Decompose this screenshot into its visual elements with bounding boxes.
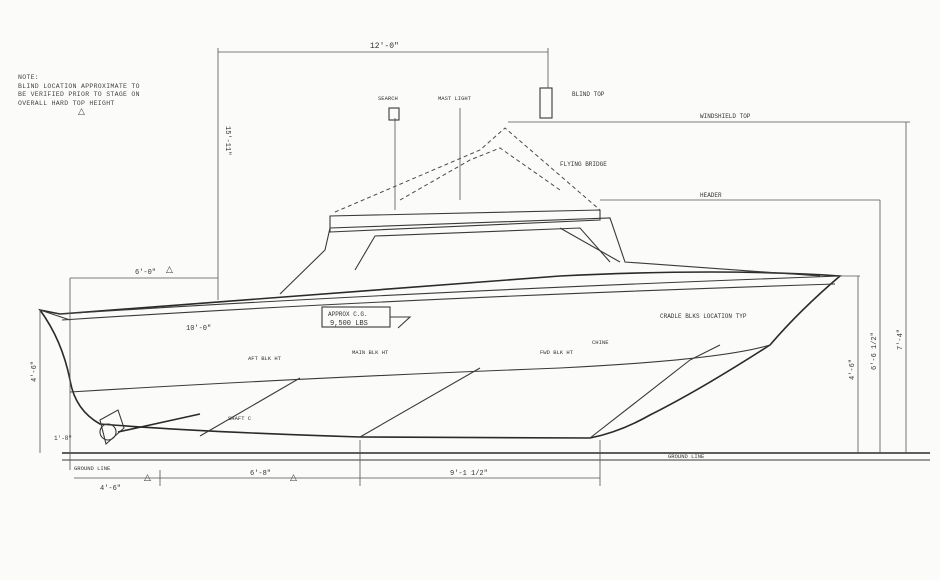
dim-cabin-text: 10'-0" — [186, 325, 211, 333]
note-heading: NOTE: — [18, 74, 40, 81]
flying-bridge-outline — [334, 127, 601, 213]
note-line-2: BE VERIFIED PRIOR TO STAGE ON — [18, 91, 140, 98]
propeller-hub-icon — [99, 423, 117, 441]
drawing-note: NOTE: BLIND LOCATION APPROXIMATE TO BE V… — [18, 74, 218, 117]
note-line-1: BLIND LOCATION APPROXIMATE TO — [18, 82, 140, 90]
dim-prop-drop-text: 1'-8" — [54, 435, 72, 442]
transom-top — [39, 309, 71, 321]
label-header: HEADER — [700, 192, 722, 199]
label-aft-blk: AFT BLK HT — [248, 355, 282, 362]
windshield-frame — [354, 227, 611, 271]
dim-keel-fwd-text: 9'-1 1/2" — [450, 470, 488, 478]
blind-icon — [539, 87, 553, 119]
fwd-cradle-block — [589, 359, 691, 439]
label-fwd-blk: FWD BLK HT — [540, 349, 574, 356]
dim-keel-mid-text: 6'-8" — [250, 470, 271, 478]
windshield-post — [559, 227, 621, 263]
label-main-blk: MAIN BLK HT — [352, 349, 389, 356]
fwd-cradle-block-tip — [689, 344, 721, 361]
cg-value: 9,500 LBS — [330, 320, 368, 328]
label-cradle-blocks: CRADLE BLKS LOCATION TYP — [660, 313, 747, 320]
main-cradle-block — [359, 367, 481, 438]
label-blind-top: BLIND TOP — [572, 91, 605, 98]
label-windshield-top: WINDSHIELD TOP — [700, 113, 751, 120]
dim-height-full-text: 7'-4" — [897, 329, 905, 350]
aft-cradle-block — [199, 377, 301, 437]
rub-rail-lower — [61, 283, 836, 321]
chine-line — [69, 344, 771, 393]
revision-triangle-icon: △ — [290, 473, 297, 483]
revision-triangle-icon: △ — [166, 265, 173, 275]
cg-arrow — [390, 316, 412, 329]
propeller-shaft — [117, 413, 201, 433]
flying-bridge-inner — [399, 147, 561, 201]
dim-height-mid-text: 6'-6 1/2" — [871, 332, 879, 370]
search-light-icon — [388, 107, 400, 121]
dim-forward-overhang-text: 6'-0" — [135, 269, 156, 277]
dim-top-text: 12'-0" — [370, 42, 399, 51]
label-ground-left: GROUND LINE — [74, 465, 111, 472]
revision-triangle-icon: △ — [78, 107, 86, 117]
label-ground-right: GROUND LINE — [668, 453, 705, 460]
cg-label: APPROX C.G. — [328, 311, 368, 318]
label-chine: CHINE — [592, 339, 609, 346]
label-shaft: SHAFT C — [228, 415, 252, 422]
label-flying-bridge: FLYING BRIDGE — [560, 161, 607, 168]
label-search: SEARCH — [378, 95, 398, 102]
cabin-outline — [279, 217, 821, 295]
dim-height-hull-text: 4'-6" — [849, 359, 857, 380]
note-line-3: OVERALL HARD TOP HEIGHT — [18, 99, 115, 107]
dim-left-height-text: 4'-6" — [31, 361, 39, 382]
rub-rail — [59, 275, 841, 315]
hull-outline — [38, 271, 843, 439]
dim-height-overall-text: 15'-11" — [223, 126, 231, 155]
revision-triangle-icon: △ — [144, 473, 151, 483]
propeller-blade — [99, 409, 125, 446]
dim-keel-aft-text: 4'-6" — [100, 485, 121, 493]
label-mast-light: MAST LIGHT — [438, 95, 472, 102]
